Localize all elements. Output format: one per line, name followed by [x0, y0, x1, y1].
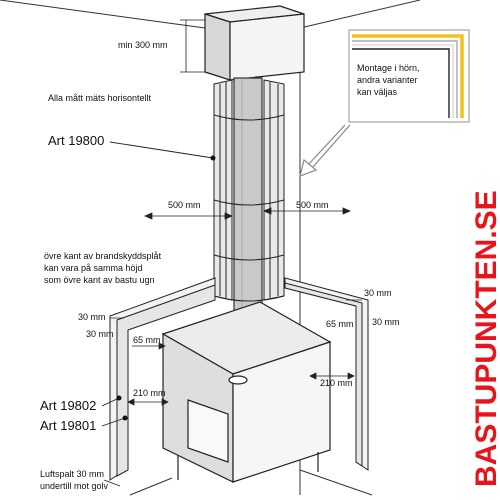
- inset-text-line3: kan väljas: [357, 87, 398, 97]
- art-19801-leader: [101, 417, 126, 427]
- right-wall-shield: [284, 277, 369, 471]
- art-19801-label: Art 19801: [40, 418, 96, 433]
- art-19800-leader: [109, 141, 214, 159]
- shield-note-line3: som övre kant av bastu ugn: [44, 275, 155, 285]
- horizontal-500-dimensions: [143, 207, 352, 220]
- art-19800-dot: [210, 155, 216, 161]
- right-210: 210 mm: [320, 378, 353, 388]
- brand-watermark: BASTUPUNKTEN.SE: [470, 190, 500, 487]
- ceiling-flue-box: [204, 5, 305, 81]
- corner-mount-inset: [348, 29, 470, 123]
- left-dimension-marks: [110, 317, 169, 406]
- art-19802-dot: [116, 395, 122, 401]
- right-65: 65 mm: [326, 319, 354, 329]
- air-gap-line2: undertill mot golv: [40, 481, 109, 491]
- left-500-label: 500 mm: [168, 200, 201, 210]
- art-19802-label: Art 19802: [40, 398, 96, 413]
- shield-note-line2: kan vara på samma höjd: [44, 263, 143, 273]
- right-500-label: 500 mm: [296, 200, 329, 210]
- min-height-dimension: [180, 19, 205, 73]
- left-30-bottom: 30 mm: [86, 329, 114, 339]
- right-dimension-marks: [309, 299, 362, 380]
- left-wall-shield: [109, 277, 216, 481]
- measure-note: Alla mått mäts horisontellt: [48, 93, 152, 103]
- air-gap-line1: Luftspalt 30 mm: [40, 469, 104, 479]
- left-210: 210 mm: [133, 388, 166, 398]
- inset-text-line2: andra varianter: [357, 75, 418, 85]
- inset-pointer-arrow: [299, 124, 351, 177]
- left-30-top: 30 mm: [78, 312, 106, 322]
- sauna-stove: [161, 301, 332, 483]
- air-gap-leader: [103, 479, 121, 487]
- right-30-bottom: 30 mm: [372, 317, 400, 327]
- shield-note-line1: övre kant av brandskyddsplåt: [44, 251, 162, 261]
- left-65: 65 mm: [133, 335, 161, 345]
- art-19802-leader: [101, 397, 120, 407]
- floor-lines: [129, 469, 373, 496]
- pipe-heat-shield: [213, 79, 285, 302]
- min-height-label: min 300 mm: [118, 40, 168, 50]
- art-19801-dot: [122, 415, 128, 421]
- inset-text-line1: Montage i hörn,: [357, 63, 420, 73]
- right-30-top: 30 mm: [364, 288, 392, 298]
- art-19800-label: Art 19800: [48, 133, 104, 148]
